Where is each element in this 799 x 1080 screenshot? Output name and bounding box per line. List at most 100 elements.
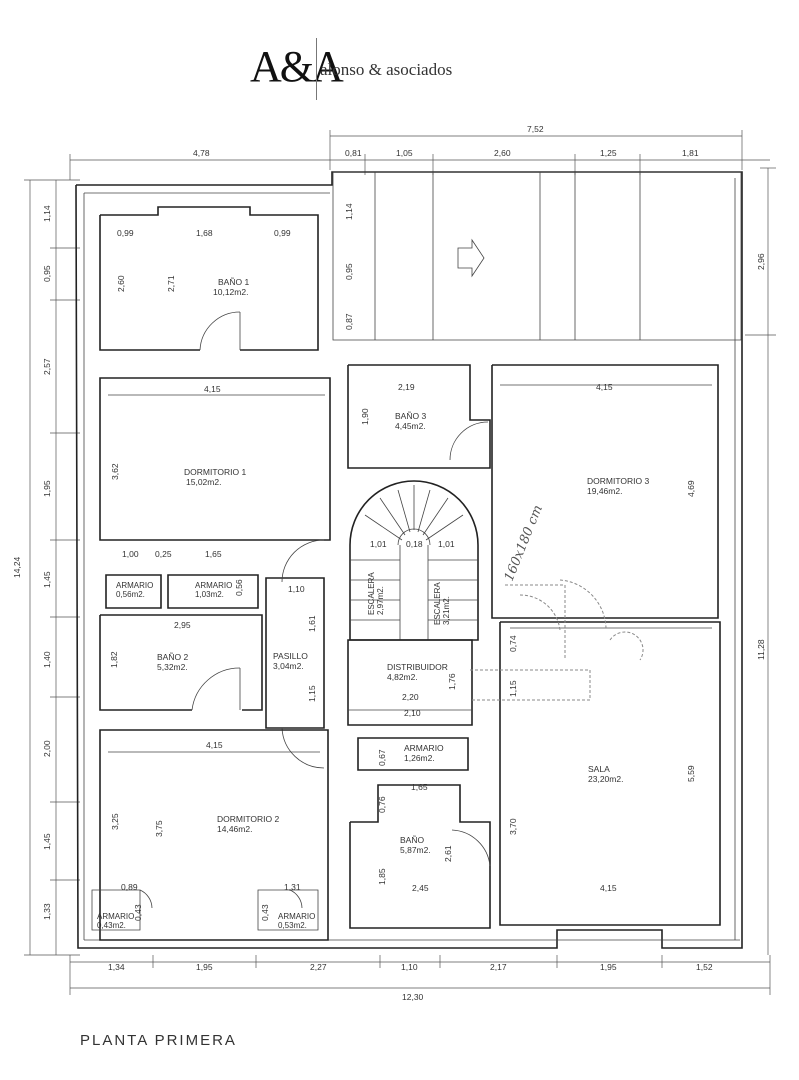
dim-label: 2,19	[398, 382, 415, 392]
room-area: 19,46m2.	[587, 486, 622, 496]
dim-label: 0,95	[42, 265, 52, 282]
dim-label: 2,10	[404, 708, 421, 718]
dim-label: 1,61	[307, 615, 317, 632]
logo-mark: A&A	[250, 42, 344, 91]
dim-label: 2,61	[443, 845, 453, 862]
room-area: 0,43m2.	[97, 921, 126, 930]
room-name: ESCALERA	[433, 582, 442, 625]
dim-label: 4,78	[193, 148, 210, 158]
dim-label: 4,15	[596, 382, 613, 392]
room-area: 0,56m2.	[116, 590, 145, 599]
room-area: 4,45m2.	[395, 421, 426, 431]
dim-label: 1,14	[42, 205, 52, 222]
room-name: BAÑO 1	[218, 277, 249, 287]
dim-label: 2,00	[42, 740, 52, 757]
page-title: PLANTA PRIMERA	[80, 1032, 237, 1049]
room-name: ARMARIO	[195, 581, 232, 590]
room-area: 15,02m2.	[186, 477, 221, 487]
room-name: ARMARIO	[278, 912, 315, 921]
dim-label: 3,62	[110, 463, 120, 480]
dim-label: 1,76	[447, 673, 457, 690]
logo-company-name: alonso & asociados	[320, 60, 453, 79]
dim-label: 1,85	[377, 868, 387, 885]
dim-label: 0,18	[406, 539, 423, 549]
dim-label: 0,81	[345, 148, 362, 158]
room-area: 10,12m2.	[213, 287, 248, 297]
room-name: BAÑO 2	[157, 652, 188, 662]
room-area: 3,04m2.	[273, 661, 304, 671]
dim-label: 3,70	[508, 818, 518, 835]
room-area: 23,20m2.	[588, 774, 623, 784]
room-area: 5,32m2.	[157, 662, 188, 672]
dim-label: 5,59	[686, 765, 696, 782]
room-name: DORMITORIO 3	[587, 476, 649, 486]
room-area: 0,53m2.	[278, 921, 307, 930]
dim-label: 2,60	[494, 148, 511, 158]
room-name: DORMITORIO 2	[217, 814, 279, 824]
dim-label: 2,95	[174, 620, 191, 630]
room-area: 2,97m2.	[376, 586, 385, 615]
dimension-lines	[24, 130, 776, 995]
dim-label: 2,17	[490, 962, 507, 972]
room-name: ARMARIO	[404, 743, 444, 753]
room-name: SALA	[588, 764, 610, 774]
dim-label: 1,10	[288, 584, 305, 594]
dim-label: 1,65	[411, 782, 428, 792]
room-area: 4,82m2.	[387, 672, 418, 682]
dim-label: 1,00	[122, 549, 139, 559]
dim-label: 1,31	[284, 882, 301, 892]
dim-label: 11,28	[756, 639, 766, 660]
dim-label: 1,95	[600, 962, 617, 972]
handwritten-note: 160x180 cm	[502, 503, 546, 583]
room-name: ARMARIO	[116, 581, 153, 590]
dim-label: 1,14	[344, 203, 354, 220]
dim-label: 1,34	[108, 962, 125, 972]
dim-label: 1,40	[42, 651, 52, 668]
dim-label: 3,75	[154, 820, 164, 837]
dim-label: 1,45	[42, 833, 52, 850]
dim-label: 0,87	[344, 313, 354, 330]
dim-label: 0,56	[234, 579, 244, 596]
dim-label: 1,05	[396, 148, 413, 158]
dim-label: 14,24	[12, 556, 22, 578]
dim-label: 2,57	[42, 358, 52, 375]
dim-label: 1,10	[401, 962, 418, 972]
dim-label: 2,45	[412, 883, 429, 893]
company-logo: A&A alonso & asociados	[250, 38, 510, 102]
dim-label: 0,43	[133, 904, 143, 921]
dim-label: 1,25	[600, 148, 617, 158]
dim-label: 4,15	[600, 883, 617, 893]
dim-label: 0,89	[121, 882, 138, 892]
room-labels: BAÑO 1 10,12m2. DORMITORIO 1 15,02m2. AR…	[97, 277, 649, 930]
room-name: BAÑO	[400, 835, 424, 845]
dim-label: 1,15	[307, 685, 317, 702]
dim-label: 4,15	[206, 740, 223, 750]
room-area: 3,21m2.	[442, 596, 451, 625]
dim-label: 0,76	[377, 796, 387, 813]
dim-label: 1,90	[360, 408, 370, 425]
dim-label: 1,52	[696, 962, 713, 972]
dim-label: 4,69	[686, 480, 696, 497]
dim-label: 2,60	[116, 275, 126, 292]
room-area: 1,03m2.	[195, 590, 224, 599]
dim-label: 1,01	[438, 539, 455, 549]
dimension-labels: 7,52 4,78 0,81 1,05 2,60 1,25 1,81 12,30…	[12, 124, 766, 1002]
outer-walls	[76, 172, 742, 948]
dim-label: 2,27	[310, 962, 327, 972]
dim-label: 12,30	[402, 992, 424, 1002]
room-area: 1,26m2.	[404, 753, 435, 763]
dim-label: 1,01	[370, 539, 387, 549]
dim-label: 0,74	[508, 635, 518, 652]
dim-label: 2,96	[756, 253, 766, 270]
dim-label: 0,25	[155, 549, 172, 559]
dim-label: 2,71	[166, 275, 176, 292]
dim-label: 1,68	[196, 228, 213, 238]
room-walls	[92, 207, 720, 940]
room-name: PASILLO	[273, 651, 308, 661]
dim-label: 0,43	[260, 904, 270, 921]
dim-label: 3,25	[110, 813, 120, 830]
dim-label: 0,67	[377, 749, 387, 766]
dim-label: 1,82	[109, 651, 119, 668]
dim-label: 1,15	[508, 680, 518, 697]
